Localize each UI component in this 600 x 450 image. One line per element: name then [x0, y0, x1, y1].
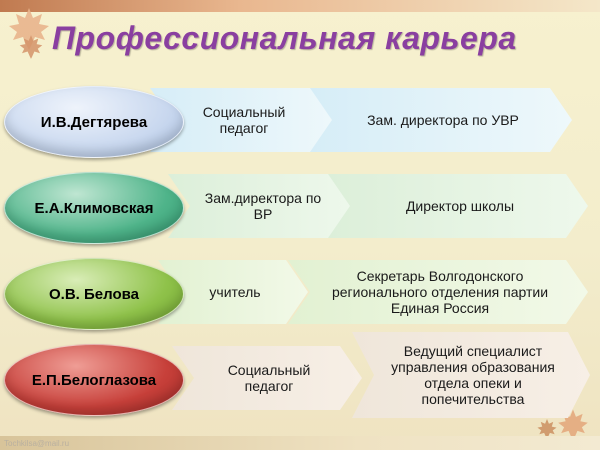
person-oval: Е.П.Белоглазова [4, 344, 184, 416]
career-step-label: Социальный педагог [202, 104, 286, 136]
career-step-1: Социальный педагог [172, 346, 362, 410]
person-name: О.В. Белова [49, 285, 139, 303]
career-step-label: Ведущий специалист управления образовани… [391, 343, 555, 407]
career-step-label: Зам.директора по ВР [204, 190, 322, 222]
career-row-3: учитель Секретарь Волгодонского регионал… [0, 256, 600, 336]
person-name: И.В.Дегтярева [40, 113, 148, 131]
career-step-label: Секретарь Волгодонского регионального от… [331, 268, 549, 316]
page-title: Профессиональная карьера [52, 20, 517, 56]
career-row-4: Социальный педагог Ведущий специалист уп… [0, 342, 600, 422]
person-oval: И.В.Дегтярева [4, 86, 184, 158]
career-step-label: Социальный педагог [227, 362, 311, 394]
career-row-1: Социальный педагог Зам. директора по УВР… [0, 84, 600, 164]
person-oval: О.В. Белова [4, 258, 184, 330]
top-decor-band [0, 0, 600, 12]
career-step-2: Зам. директора по УВР [310, 88, 572, 152]
maple-leaf-icon [19, 35, 43, 59]
maple-leaf-icon [537, 418, 557, 440]
bottom-decor-band [0, 436, 600, 450]
career-row-2: Зам.директора по ВР Директор школы Е.А.К… [0, 170, 600, 250]
career-step-2: Директор школы [328, 174, 588, 238]
career-step-2: Секретарь Волгодонского регионального от… [288, 260, 588, 324]
career-step-label: учитель [209, 284, 261, 300]
person-name: Е.А.Климовская [34, 199, 154, 217]
career-step-label: Зам. директора по УВР [367, 112, 519, 128]
person-oval: Е.А.Климовская [4, 172, 184, 244]
watermark: Tochkilsa@mail.ru [4, 439, 70, 448]
career-step-label: Директор школы [405, 198, 515, 214]
maple-leaf-icon [9, 8, 49, 50]
person-name: Е.П.Белоглазова [31, 371, 157, 389]
career-step-2: Ведущий специалист управления образовани… [352, 332, 590, 418]
career-step-1: Зам.директора по ВР [168, 174, 354, 238]
